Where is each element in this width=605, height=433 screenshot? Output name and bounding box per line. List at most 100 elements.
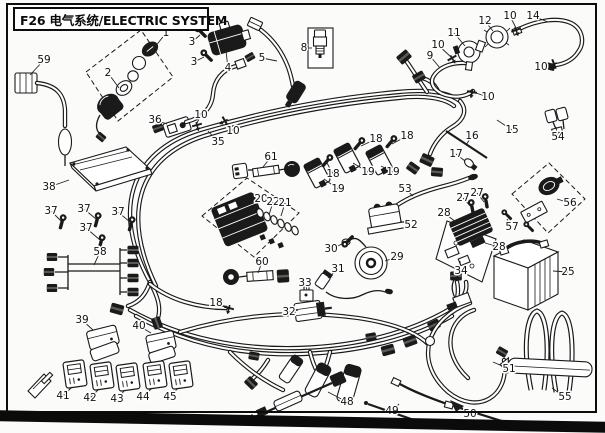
resistor-assembly — [223, 269, 290, 285]
relay-group — [302, 133, 399, 191]
leader-line — [62, 386, 73, 397]
part-number-55: 55 — [558, 391, 571, 403]
part-number-20: 20 — [254, 193, 267, 205]
leader-line — [225, 50, 229, 69]
horn-group — [340, 233, 388, 280]
sub-harness-plug — [127, 245, 139, 255]
sub-harness-plug — [43, 268, 55, 276]
leader-line — [262, 156, 272, 168]
leader-line — [459, 260, 462, 272]
leader-line — [380, 165, 394, 173]
part-number-10: 10 — [534, 61, 547, 73]
switch-39 — [86, 324, 120, 362]
part-number-56: 56 — [563, 197, 577, 209]
indicator-bulb — [464, 158, 478, 171]
motor-32 — [293, 299, 332, 323]
leader-line — [455, 153, 466, 162]
part-number-19: 19 — [386, 166, 399, 178]
fuse-box-cluster — [201, 177, 300, 258]
part-number-54: 54 — [551, 131, 565, 143]
leader-line — [540, 63, 554, 68]
leader-line — [116, 389, 126, 400]
leader-line — [429, 55, 441, 69]
sub-harness-plug — [46, 253, 58, 261]
rocker-switch — [142, 360, 168, 390]
part-number-37: 37 — [79, 222, 92, 234]
switch-40 — [145, 330, 177, 364]
leader-line — [391, 135, 408, 145]
leader-line — [138, 325, 152, 334]
bolt-icon — [351, 135, 367, 152]
harness-connector — [430, 167, 444, 177]
direction-marker — [27, 371, 54, 399]
leader-line — [352, 162, 369, 173]
part-number-11: 11 — [447, 27, 460, 39]
bolt-icon — [56, 213, 68, 231]
rocker-switch — [115, 362, 141, 392]
leader-line — [225, 121, 234, 132]
leader-line — [399, 220, 412, 226]
battery-cables — [424, 275, 509, 405]
part-number-14: 14 — [526, 10, 540, 22]
part-number-40: 40 — [132, 320, 145, 332]
sub-harness-plug — [127, 273, 139, 283]
part-number-18: 18 — [369, 133, 382, 145]
leader-line — [83, 208, 97, 220]
switch-row — [62, 359, 194, 392]
leader-line — [404, 188, 414, 197]
leader-line — [472, 91, 489, 98]
sub-harness-plug — [46, 284, 58, 292]
part-number-58: 58 — [93, 246, 106, 258]
cable-lug — [495, 345, 509, 359]
part-number-41: 41 — [56, 390, 69, 402]
part-number-5: 5 — [259, 52, 266, 64]
mounting-ring — [483, 25, 511, 49]
battery — [492, 239, 560, 311]
clamp-34 — [444, 245, 460, 259]
part-number-29: 29 — [390, 251, 403, 263]
leader-line — [437, 44, 452, 58]
part-number-34: 34 — [454, 265, 468, 277]
part-number-37: 37 — [44, 205, 57, 217]
leader-line — [191, 34, 201, 43]
sub-harness — [43, 245, 139, 297]
part-number-10: 10 — [194, 109, 207, 121]
leader-line — [142, 387, 153, 398]
leader-line — [484, 20, 494, 32]
leader-line — [107, 72, 120, 89]
part-number-18: 18 — [209, 297, 222, 309]
main-wire-harness — [109, 48, 469, 405]
leader-line — [261, 57, 278, 62]
part-number-31: 31 — [331, 263, 344, 275]
part-number-17: 17 — [449, 148, 462, 160]
leader-line — [207, 130, 219, 143]
part-number-25: 25 — [561, 266, 574, 278]
part-number-4: 4 — [225, 62, 232, 74]
sub-harness-plug — [127, 287, 139, 297]
leader-line — [506, 218, 513, 228]
leader-line — [330, 243, 343, 250]
hose-connector — [244, 51, 256, 63]
leader-line — [48, 179, 70, 188]
part-number-12: 12 — [478, 15, 491, 27]
bolt-icon — [522, 220, 536, 234]
part-number-8: 8 — [301, 42, 308, 54]
leader-line — [193, 56, 205, 63]
clamp-34 — [457, 254, 471, 267]
part-number-2: 2 — [105, 67, 112, 79]
leader-line — [326, 162, 334, 175]
part-number-19: 19 — [331, 183, 344, 195]
part-number-9: 9 — [427, 50, 434, 62]
title-box: F26 电气系统/ELECTRIC SYSTEM — [13, 7, 227, 31]
leader-line — [117, 211, 131, 223]
leader-line — [323, 178, 339, 190]
harness-connector — [405, 160, 421, 176]
harness-boot — [304, 362, 332, 398]
leader-line — [532, 15, 549, 23]
part-number-15: 15 — [505, 124, 518, 136]
leader-line — [384, 256, 398, 262]
part-number-10: 10 — [503, 10, 516, 22]
part-number-37: 37 — [111, 206, 124, 218]
harness-connector — [380, 343, 396, 357]
